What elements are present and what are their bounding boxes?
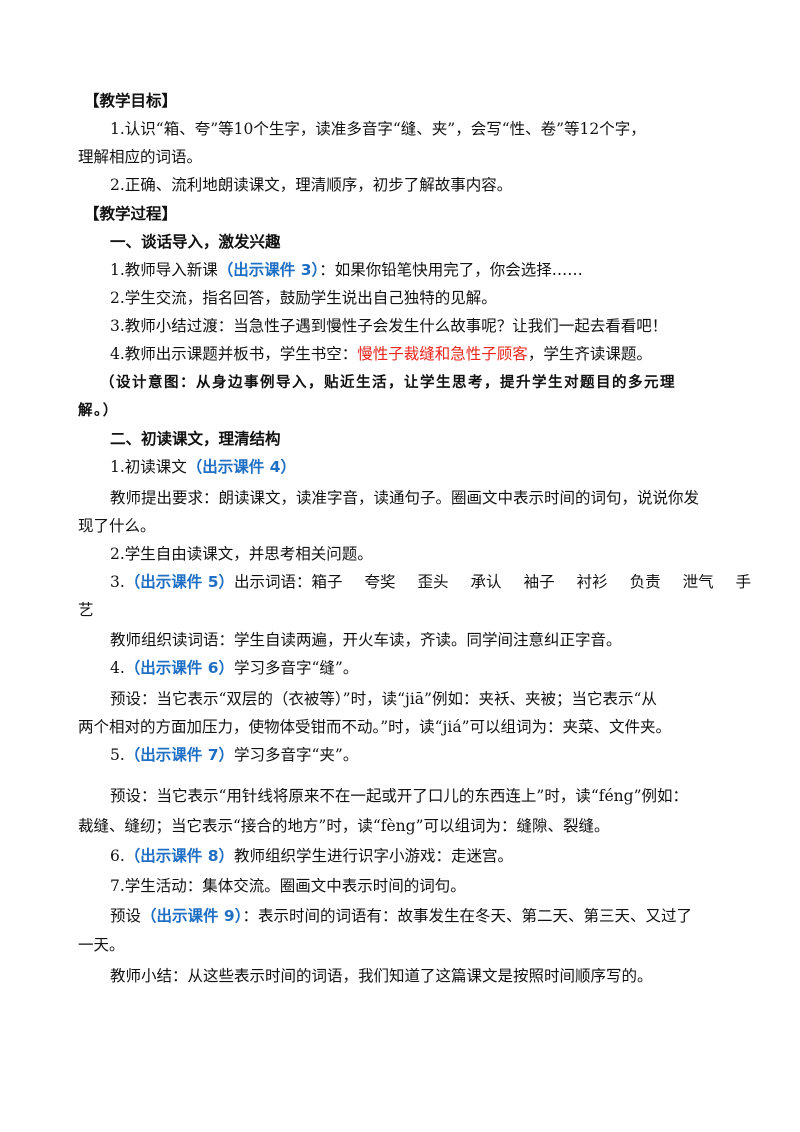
part2-requirement-line-1: 教师提出要求：朗读课文，读准字音，读通句子。圈画文中表示时间的词句，说说你发 [110, 489, 700, 507]
part2-title: 二、初读课文，理清结构 [110, 429, 281, 448]
vocab-word: 袖子 [523, 573, 555, 591]
courseware-tag: （出示课件 6） [124, 659, 234, 677]
step-text: 学习多音字“缝”。 [233, 659, 359, 677]
goal-item-2: 2.正确、流利地朗读课文，理清顺序，初步了解故事内容。 [110, 176, 513, 194]
courseware-tag: （出示课件 8） [124, 847, 234, 865]
part2-step-7-preset-line-2: 一天。 [78, 936, 125, 954]
vocab-word: 夸奖 [364, 573, 396, 591]
step-number: 5. [110, 746, 125, 764]
step-text: ：如果你铅笔快用完了，你会选择…… [319, 261, 583, 279]
vocab-wrap: 艺 [78, 601, 94, 619]
step-text: ：表示时间的词语有：故事发生在冬天、第二天、第三天、又过了 [242, 907, 692, 925]
part1-step-1: 1.教师导入新课（出示课件 3）：如果你铅笔快用完了，你会选择…… [110, 259, 583, 281]
goals-heading: 【教学目标】 [84, 91, 178, 110]
goal-item-1-line-2: 理解相应的词语。 [78, 148, 203, 166]
courseware-tag: （出示课件 9） [141, 907, 243, 925]
lesson-title-highlight: 慢性子裁缝和急性子顾客 [357, 345, 528, 363]
part1-step-4: 4.教师出示课题并板书，学生书空：慢性子裁缝和急性子顾客，学生齐读课题。 [110, 343, 652, 365]
part2-step-1: 1.初读课文（出示课件 4） [110, 456, 296, 478]
courseware-tag: （出示课件 5） [124, 573, 234, 591]
step-number: 4. [110, 659, 125, 677]
vocab-word: 负责 [629, 573, 661, 591]
part2-step-4-preset-line-2: 两个相对的方面加压力，使物体受钳而不动。”时，读“jiá”可以组词为：夹菜、文件… [78, 718, 672, 736]
part2-step-4: 4.（出示课件 6）学习多音字“缝”。 [110, 657, 358, 679]
part2-summary: 教师小结：从这些表示时间的词语，我们知道了这篇课文是按照时间顺序写的。 [110, 967, 653, 985]
part2-step-2: 2.学生自由读课文，并思考相关问题。 [110, 545, 373, 563]
part2-step-6: 6.（出示课件 8）教师组织学生进行识字小游戏：走迷宫。 [110, 845, 513, 867]
goal-item-1-line-1: 1.认识“箱、夸”等10个生字，读准多音字“缝、夹”，会写“性、卷”等12个字， [110, 120, 646, 138]
design-intent-line-1: （设计意图：从身边事例导入，贴近生活，让学生思考，提升学生对题目的多元理 [100, 374, 676, 391]
step-text: 教师组织学生进行识字小游戏：走迷宫。 [233, 847, 513, 865]
step-number: 6. [110, 847, 125, 865]
step-text: 学习多音字“夹”。 [233, 746, 359, 764]
step-number: 3. [110, 573, 125, 591]
step-text: 出示词语： [233, 573, 312, 591]
part2-step-3-organize: 教师组织读词语：学生自读两遍，开火车读，齐读。同学间注意纠正字音。 [110, 631, 622, 649]
part2-step-7-preset: 预设（出示课件 9）：表示时间的词语有：故事发生在冬天、第二天、第三天、又过了 [110, 905, 692, 927]
courseware-tag: （出示课件 7） [124, 746, 234, 764]
design-intent-line-2: 解。） [78, 402, 119, 419]
part1-title: 一、谈话导入，激发兴趣 [110, 232, 281, 251]
part1-step-2: 2.学生交流，指名回答，鼓励学生说出自己独特的见解。 [110, 289, 497, 307]
step-text: 1.教师导入新课 [110, 261, 218, 279]
part2-step-5-preset-line-1: 预设：当它表示“用针线将原来不在一起或开了口儿的东西连上”时，读“féng”例如… [110, 787, 689, 805]
vocab-word: 泄气 [682, 573, 714, 591]
step-text: 4.教师出示课题并板书，学生书空： [110, 345, 358, 363]
part2-step-4-preset-line-1: 预设：当它表示“双层的（衣被等）”时，读“jiā”例如：夹袄、夹被；当它表示“从 [110, 690, 657, 708]
part2-step-3: 3.（出示课件 5）出示词语：箱子 夸奖 歪头 承认 袖子 衬衫 负责 泄气 手 [110, 571, 773, 593]
vocab-list: 箱子 夸奖 歪头 承认 袖子 衬衫 负责 泄气 手 [312, 573, 774, 591]
step-text: 1.初读课文 [110, 458, 187, 476]
vocab-word: 手 [735, 573, 752, 591]
step-text: 预设 [110, 907, 142, 925]
part1-step-3: 3.教师小结过渡：当急性子遇到慢性子会发生什么故事呢？让我们一起去看看吧！ [110, 317, 668, 335]
courseware-tag: （出示课件 3） [217, 261, 320, 279]
part2-step-5: 5.（出示课件 7）学习多音字“夹”。 [110, 744, 358, 766]
process-heading: 【教学过程】 [84, 204, 178, 223]
part2-requirement-line-2: 现了什么。 [78, 517, 156, 535]
vocab-word: 衬衫 [576, 573, 608, 591]
vocab-word: 承认 [470, 573, 502, 591]
part2-step-5-preset-line-2: 裁缝、缝纫；当它表示“接合的地方”时，读“fèng”可以组词为：缝隙、裂缝。 [78, 817, 610, 835]
vocab-word: 箱子 [311, 573, 343, 591]
step-text: ，学生齐读课题。 [527, 345, 652, 363]
courseware-tag: （出示课件 4） [186, 458, 296, 476]
vocab-word: 歪头 [417, 573, 449, 591]
part2-step-7: 7.学生活动：集体交流。圈画文中表示时间的词句。 [110, 877, 466, 895]
